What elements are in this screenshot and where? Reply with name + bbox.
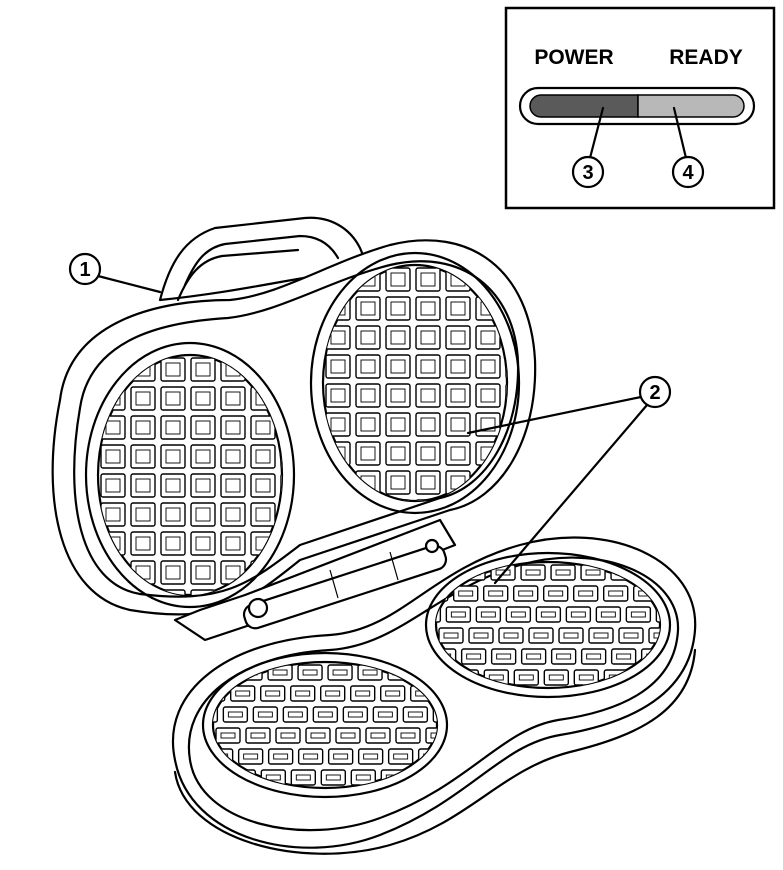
callout-3: 3 [571, 155, 605, 189]
callout-2: 2 [466, 375, 672, 585]
svg-text:2: 2 [649, 382, 660, 404]
ready-label: READY [669, 46, 743, 69]
lower-base [172, 536, 697, 855]
hinge [173, 518, 457, 642]
svg-text:3: 3 [582, 162, 593, 184]
svg-text:4: 4 [682, 162, 694, 184]
upper-left-waffle-grid [100, 357, 282, 595]
svg-text:1: 1 [79, 259, 90, 281]
power-indicator-light [529, 94, 639, 118]
upper-lid [51, 216, 537, 616]
indicator-panel: POWER READY 3 4 [504, 6, 776, 210]
ready-indicator-light [637, 94, 745, 118]
callout-1: 1 [68, 252, 162, 294]
indicator-light-bar [518, 86, 756, 126]
power-label: POWER [534, 46, 613, 69]
callout-4: 4 [671, 155, 705, 189]
